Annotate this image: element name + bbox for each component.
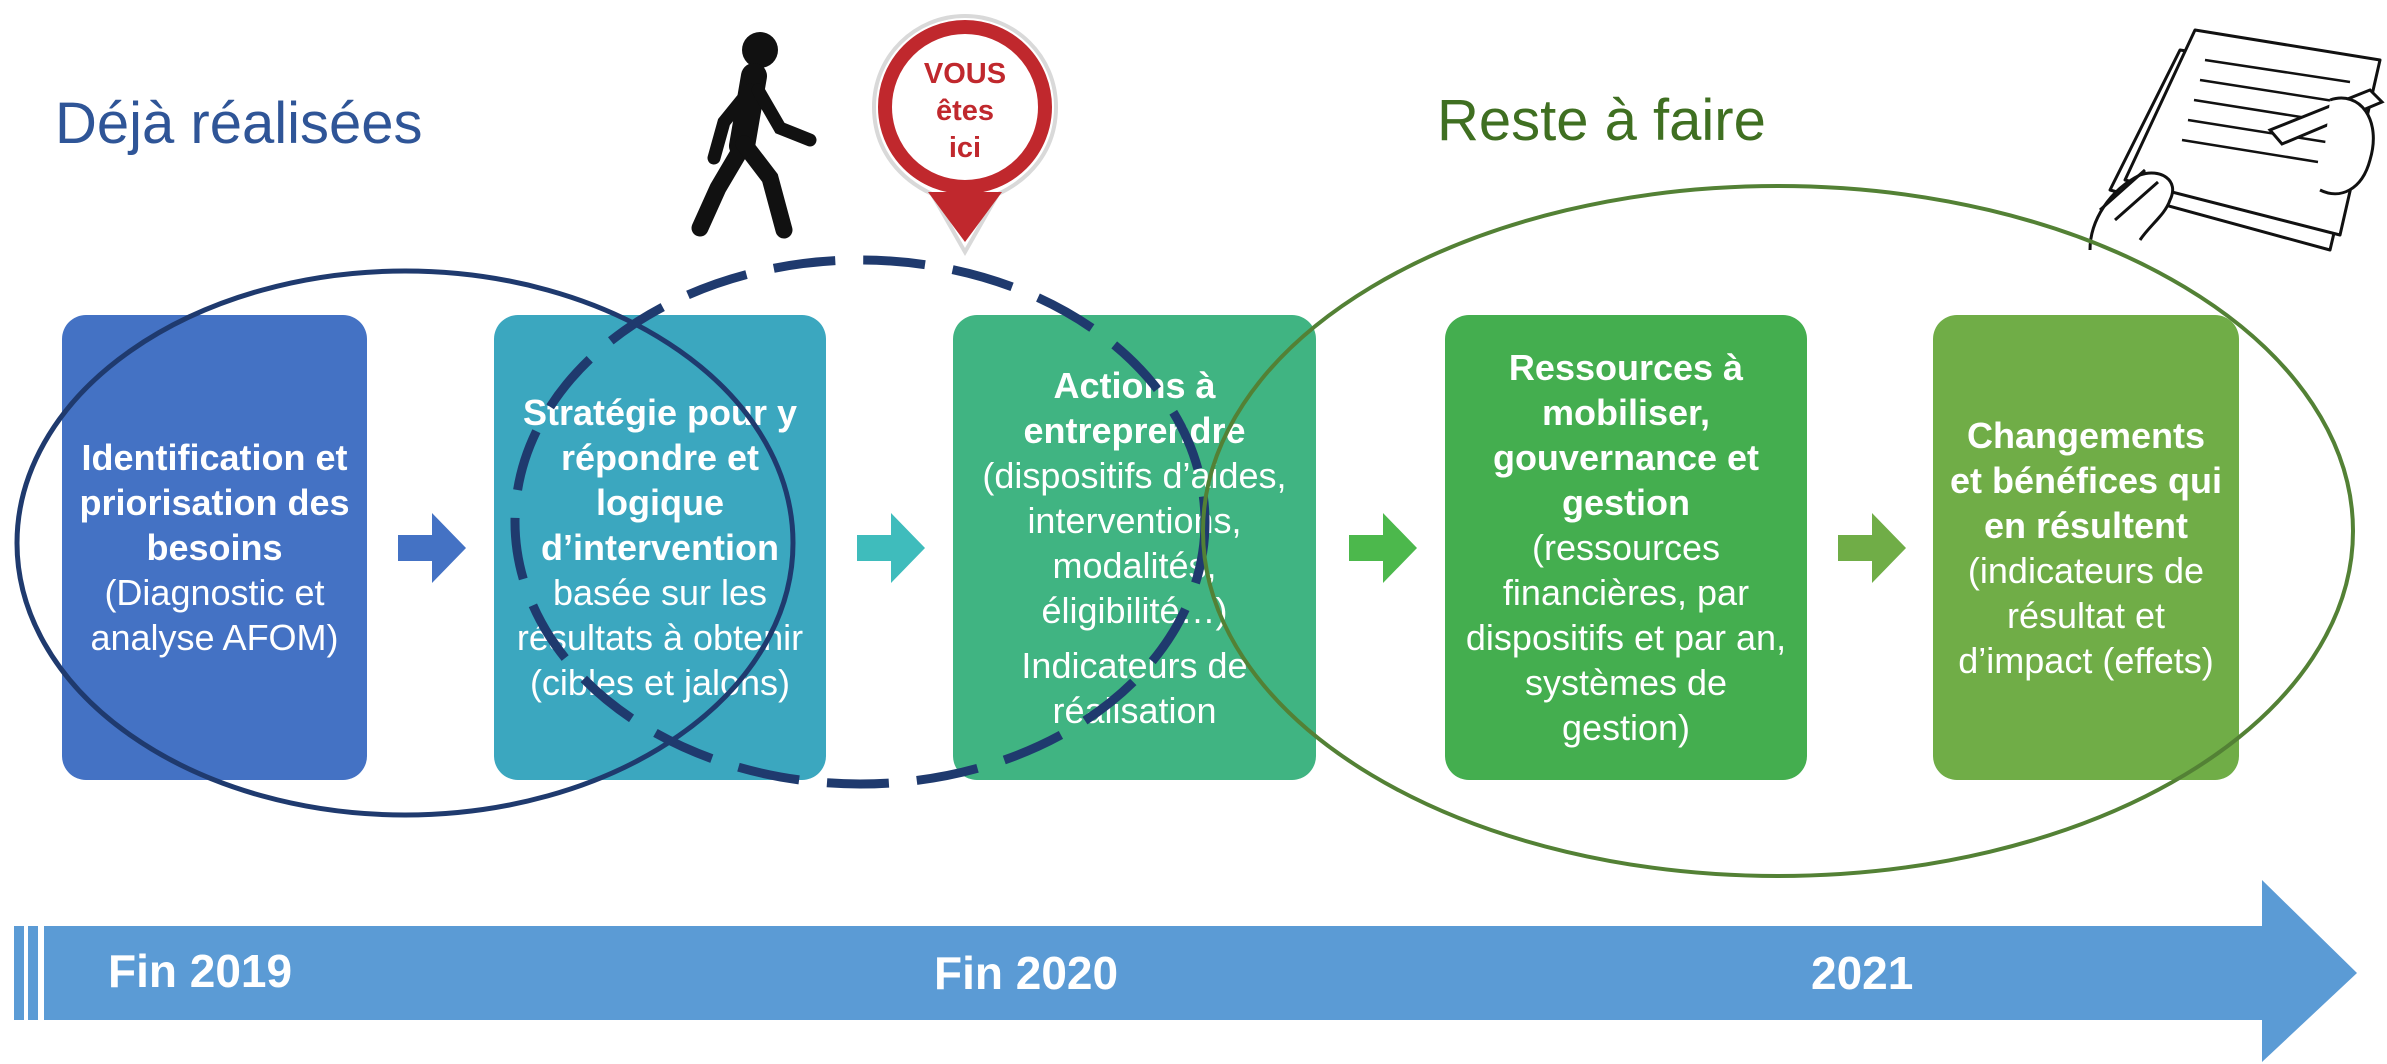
walking-person-icon bbox=[691, 32, 817, 239]
marker-line-2: êtes bbox=[935, 95, 995, 127]
timeline-label-1: Fin 2019 bbox=[108, 945, 293, 997]
timeline-label-3: 2021 bbox=[1811, 947, 1914, 999]
heading-done: Déjà réalisées bbox=[55, 91, 423, 156]
marker-line-1: VOUS bbox=[923, 58, 1007, 90]
timeline-label-2: Fin 2020 bbox=[934, 947, 1119, 999]
marker-line-3: ici bbox=[948, 132, 982, 164]
location-pin-icon bbox=[871, 13, 1059, 257]
heading-todo: Reste à faire bbox=[1437, 88, 1766, 153]
